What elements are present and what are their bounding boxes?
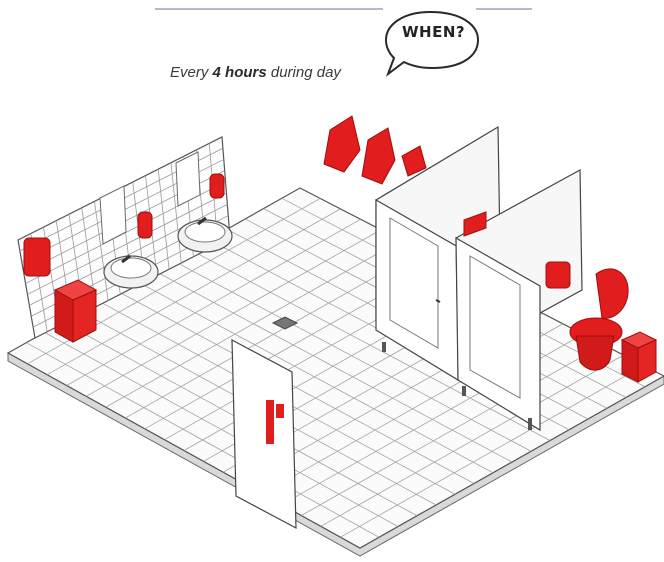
mirror-right [175,151,201,207]
tile-line [157,169,170,270]
sink-left [103,254,159,289]
caption-prefix: Every [170,64,209,81]
soap-dispenser-right [209,173,225,199]
bubble-text: WHEN? [402,23,466,41]
soap-dispenser-left [137,211,153,239]
sink-right [177,216,233,253]
toilet [569,268,629,371]
tile-line [125,250,422,419]
toilet-paper-dispenser [545,261,571,289]
paper-towel-dispenser [23,237,51,277]
tile-line [105,239,402,408]
tile-line [170,162,182,264]
tile-line [94,201,109,301]
stall-1 [375,125,501,382]
waste-bin-left [53,279,98,343]
restroom-sign [266,400,274,444]
tile-line [86,229,382,397]
tile-line [340,365,644,538]
mirror-left [99,185,127,245]
caption-suffix: during day [270,64,341,81]
stall-2 [455,168,583,432]
caption-emphasis: 4 hours [212,64,267,81]
tile-line [301,344,604,516]
tile-line [27,192,227,295]
urinals [323,115,427,185]
speech-bubble [384,10,480,77]
tile-line [46,208,341,376]
waste-bin-right [620,331,658,383]
floor-drain [271,316,299,330]
tile-line [66,218,361,386]
tile-line [320,354,624,527]
entrance-wall [231,338,297,530]
cleaning-frequency-caption: Every 4 hours during day [170,64,341,81]
